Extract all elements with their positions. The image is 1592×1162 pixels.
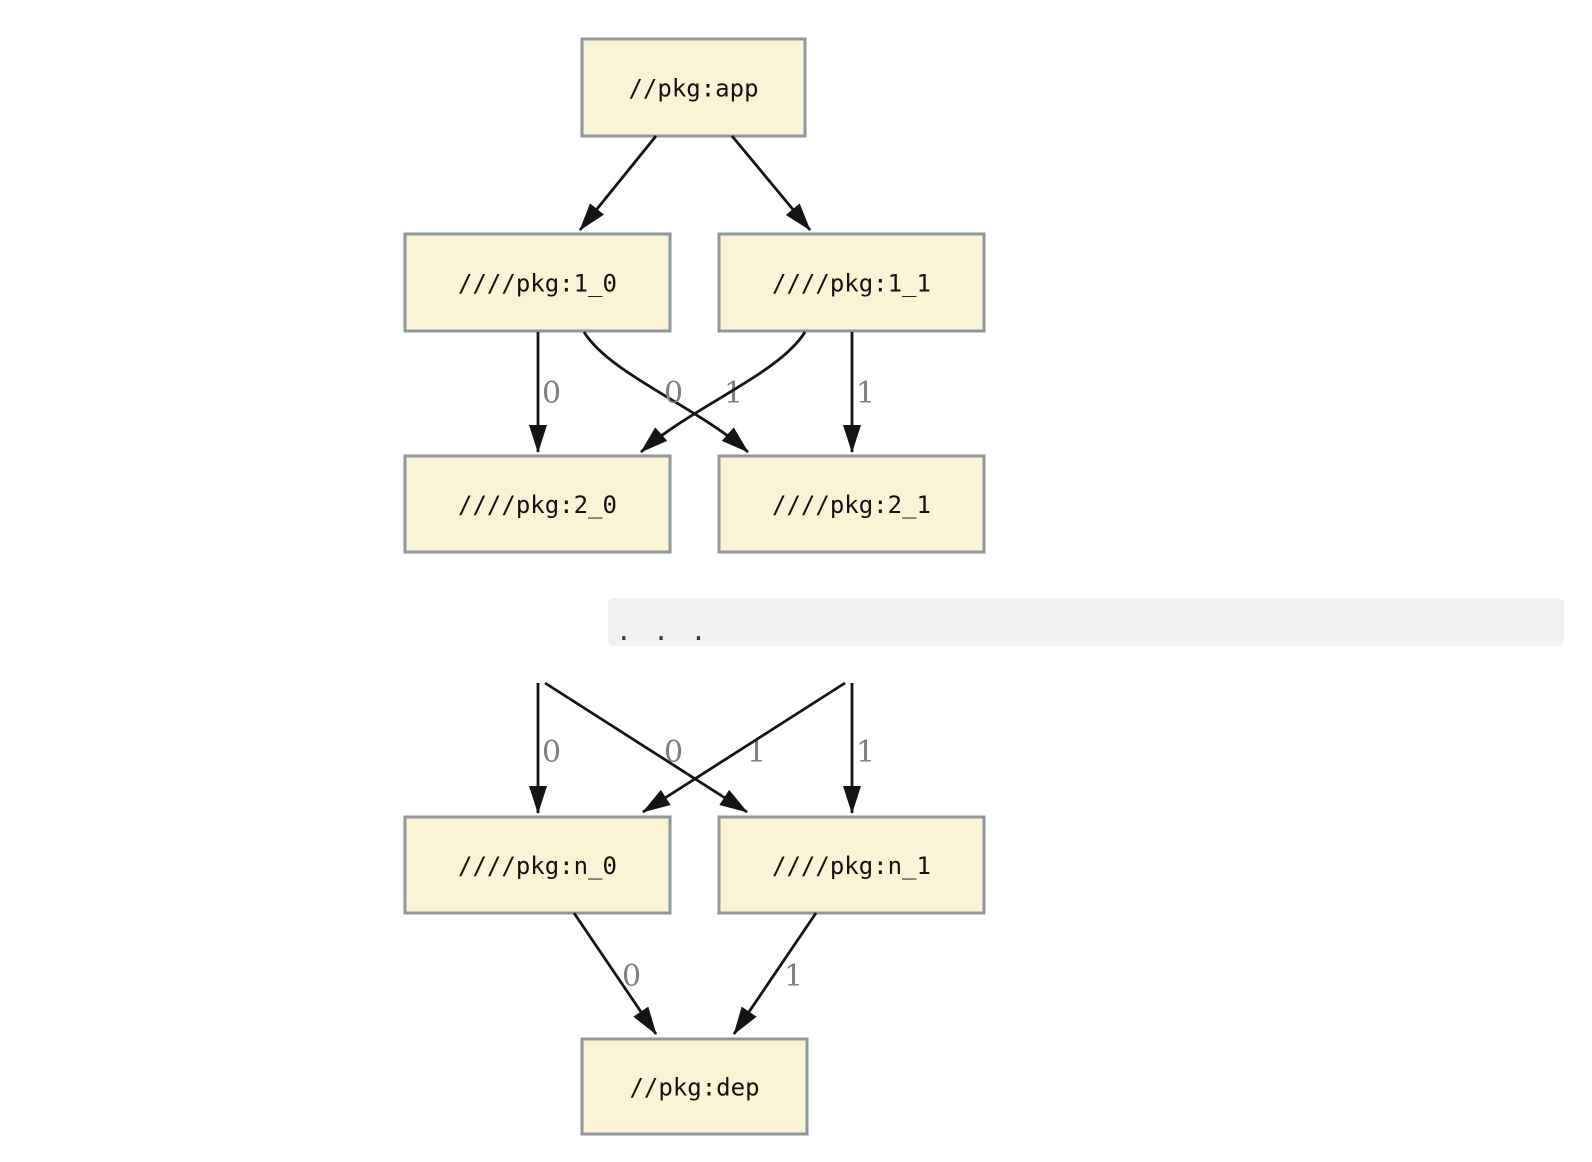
node-box-dep [580, 1037, 809, 1136]
edge-line [642, 681, 846, 814]
node-box-pkg2-1 [717, 454, 986, 554]
edge-label: 1 [784, 959, 803, 994]
edge-pkg1-1-to-pkg2-1: 1 [843, 332, 875, 453]
node-label-pkgn-0: ////pkg:n_0 [458, 852, 617, 880]
edge-pkgn-0-to-dep: 0 [572, 912, 658, 1035]
edge-label: 0 [542, 735, 561, 770]
node-label-pkg2-1: ////pkg:2_1 [772, 491, 931, 519]
edge-label: 0 [664, 735, 683, 770]
node-box-pkg2-0 [403, 454, 672, 554]
node-label-pkg1-1: ////pkg:1_1 [772, 270, 931, 298]
edge-label: 0 [664, 376, 683, 411]
node-box-pkg1-1 [717, 232, 986, 333]
edge-label: 1 [856, 376, 875, 411]
edge-pkg1-0-to-pkg2-0: 0 [529, 332, 561, 453]
node-label-app: //pkg:app [628, 75, 758, 103]
node-box-pkgn-1 [717, 815, 986, 915]
ellipsis-text: . . . [616, 617, 709, 647]
edge-label: 0 [622, 959, 641, 994]
ellipsis-band: . . . [608, 598, 1564, 647]
node-pkg2-1: ////pkg:2_1 [717, 454, 986, 554]
node-box-pkgn-0 [403, 815, 672, 915]
edge-omitted-to-pkgn-0: 0 [529, 683, 561, 814]
node-pkg2-0: ////pkg:2_0 [403, 454, 672, 554]
edge-omitted-to-pkgn-0: 0 [642, 681, 846, 814]
edge-line [640, 331, 807, 454]
node-pkg1-1: ////pkg:1_1 [717, 232, 986, 333]
node-app: //pkg:app [580, 37, 807, 138]
edge-label: 1 [856, 735, 875, 770]
ellipsis-band-background [608, 598, 1564, 646]
edge-app-to-pkg1-1 [730, 135, 812, 231]
edge-line [578, 135, 658, 231]
edge-line [732, 912, 818, 1035]
edge-line [730, 135, 812, 231]
node-label-pkg2-0: ////pkg:2_0 [458, 491, 617, 519]
edge-omitted-to-pkgn-1: 1 [843, 683, 875, 814]
node-label-pkg1-0: ////pkg:1_0 [458, 270, 617, 298]
edge-app-to-pkg1-0 [578, 135, 658, 231]
node-pkgn-0: ////pkg:n_0 [403, 815, 672, 915]
edge-line [572, 912, 658, 1035]
node-label-dep: //pkg:dep [629, 1074, 759, 1102]
node-box-pkg1-0 [403, 232, 672, 333]
edge-line [544, 681, 748, 814]
edge-pkgn-1-to-dep: 1 [732, 912, 818, 1035]
node-pkgn-1: ////pkg:n_1 [717, 815, 986, 915]
edge-label: 0 [542, 376, 561, 411]
edge-label: 1 [724, 376, 743, 411]
node-pkg1-0: ////pkg:1_0 [403, 232, 672, 333]
node-box-app [580, 37, 807, 138]
edge-pkg1-1-to-pkg2-0: 0 [640, 331, 807, 454]
edge-pkg1-0-to-pkg2-1: 1 [582, 331, 749, 454]
node-label-pkgn-1: ////pkg:n_1 [772, 852, 931, 880]
edge-line [582, 331, 749, 454]
node-dep: //pkg:dep [580, 1037, 809, 1136]
